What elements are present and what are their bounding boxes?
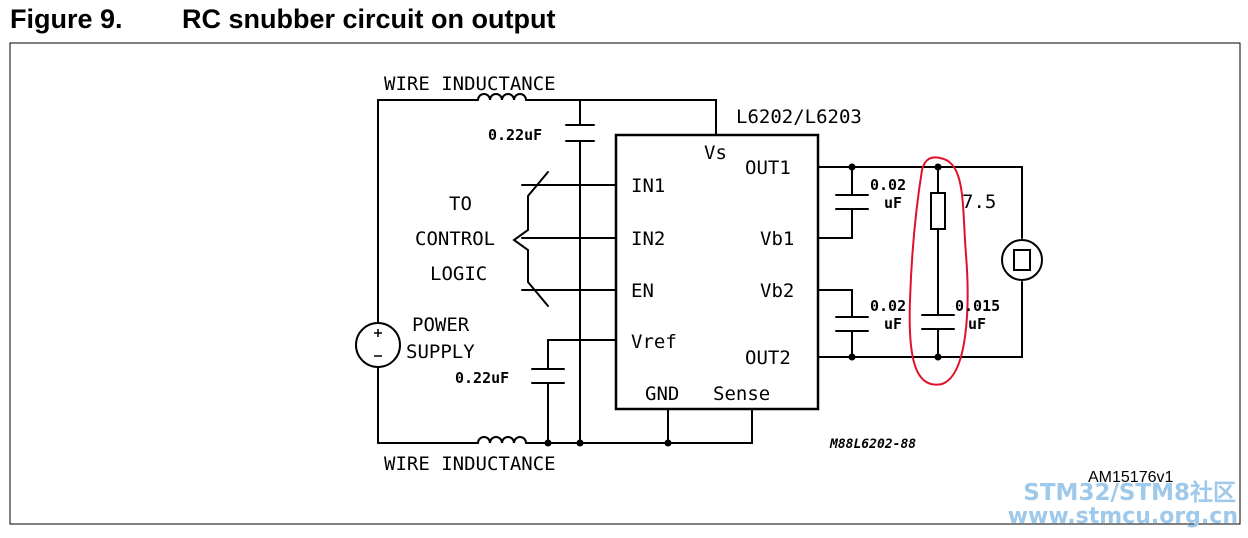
pin-out2-label: OUT2	[745, 347, 791, 369]
motor-icon	[1001, 239, 1043, 281]
component-labels: 0.22uF 0.22uF 0.02 uF 0.02 uF 0.015 uF	[455, 126, 1000, 387]
pin-labels: Vs IN1 IN2 EN Vref GND Sense OUT1 Vb1 Vb…	[631, 142, 794, 405]
wire-inductance-bottom-label: WIRE INDUCTANCE	[384, 453, 556, 475]
top-inductor-icon	[477, 93, 527, 101]
wire-inductance-top-label: WIRE INDUCTANCE	[384, 73, 556, 95]
cap-out1-unit-label: uF	[884, 194, 902, 212]
pin-en-label: EN	[631, 280, 654, 302]
snub-cap-value-label: 0.015	[955, 297, 1000, 315]
power-supply-label-2: SUPPLY	[406, 341, 475, 363]
pin-out1-label: OUT1	[745, 157, 791, 179]
cap-out2-unit-label: uF	[884, 315, 902, 333]
junction-dot	[848, 353, 856, 361]
junction-dot	[544, 439, 552, 447]
vref-cap-label: 0.22uF	[455, 369, 509, 387]
junction-dot	[664, 439, 672, 447]
cap-out2-value-label: 0.02	[870, 297, 906, 315]
motor-commutator	[1013, 249, 1031, 271]
control-logic-label-3: LOGIC	[430, 263, 487, 285]
top-wire-right	[525, 99, 717, 136]
pin-vb1-label: Vb1	[760, 228, 794, 250]
resistor-icon	[930, 192, 946, 230]
cap1-lead-bottom	[817, 208, 853, 239]
resistor-value-label: 7.5	[962, 191, 996, 213]
junction-dot	[934, 353, 942, 361]
pin-vs-label: Vs	[704, 142, 727, 164]
pin-vref-label: Vref	[631, 331, 677, 353]
bottom-wire-right	[525, 408, 753, 444]
polarity-marks	[374, 329, 382, 357]
bottom-inductor-icon	[477, 436, 527, 444]
cap2-lead-top	[817, 289, 853, 318]
supply-cap-label: 0.22uF	[488, 126, 542, 144]
plus-icon	[374, 329, 382, 337]
pin-vb2-label: Vb2	[760, 280, 794, 302]
figure-frame	[9, 42, 1241, 525]
junction-dots	[544, 163, 942, 447]
power-supply-label-1: POWER	[412, 314, 470, 336]
pin-in2-label: IN2	[631, 228, 665, 250]
out1-wire	[817, 166, 1023, 239]
chip-name-label: L6202/L6203	[736, 106, 862, 128]
figure-title: RC snubber circuit on output	[182, 4, 556, 34]
watermark-line-1: STM32/STM8社区	[1023, 479, 1236, 506]
cap-out1-value-label: 0.02	[870, 176, 906, 194]
control-logic-label-2: CONTROL	[415, 228, 495, 250]
control-logic-label-1: TO	[449, 193, 472, 215]
pin-sense-label: Sense	[713, 383, 770, 405]
out2-wire	[817, 281, 1023, 358]
figure-id-label: AM15176v1	[1088, 469, 1173, 486]
control-brace	[512, 171, 549, 307]
wiring	[355, 93, 1043, 444]
junction-dot	[934, 163, 942, 171]
watermark-line-2: www.stmcu.org.cn	[1008, 504, 1238, 529]
chip-body	[614, 133, 820, 411]
junction-dot	[848, 163, 856, 171]
snub-cap-unit-label: uF	[968, 315, 986, 333]
figure-number: Figure 9.	[10, 4, 123, 34]
pin-gnd-label: GND	[645, 383, 679, 405]
power-supply-icon	[355, 322, 401, 368]
drawing-code-label: M88L6202-88	[829, 437, 916, 452]
junction-dot	[576, 439, 584, 447]
snubber-highlight	[908, 156, 969, 386]
pin-in1-label: IN1	[631, 175, 665, 197]
circuit-labels: WIRE INDUCTANCE WIRE INDUCTANCE L6202/L6…	[384, 73, 996, 475]
